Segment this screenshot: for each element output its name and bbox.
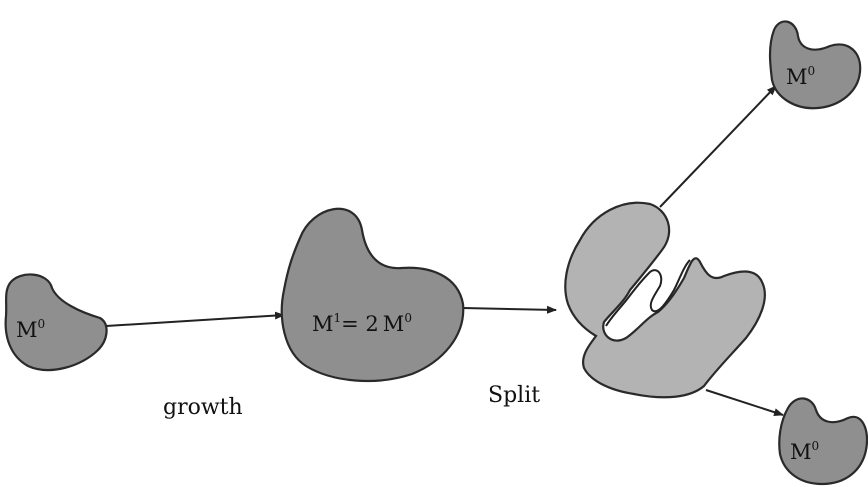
growth-caption: growth <box>163 395 243 420</box>
lower-branch-arrow <box>706 390 783 415</box>
growth-arrow <box>106 315 284 326</box>
splitting-cell <box>565 203 765 398</box>
upper-branch-arrow <box>660 86 776 207</box>
split-arrow <box>463 308 556 310</box>
split-caption: Split <box>488 383 540 408</box>
grown-cell <box>282 209 463 381</box>
